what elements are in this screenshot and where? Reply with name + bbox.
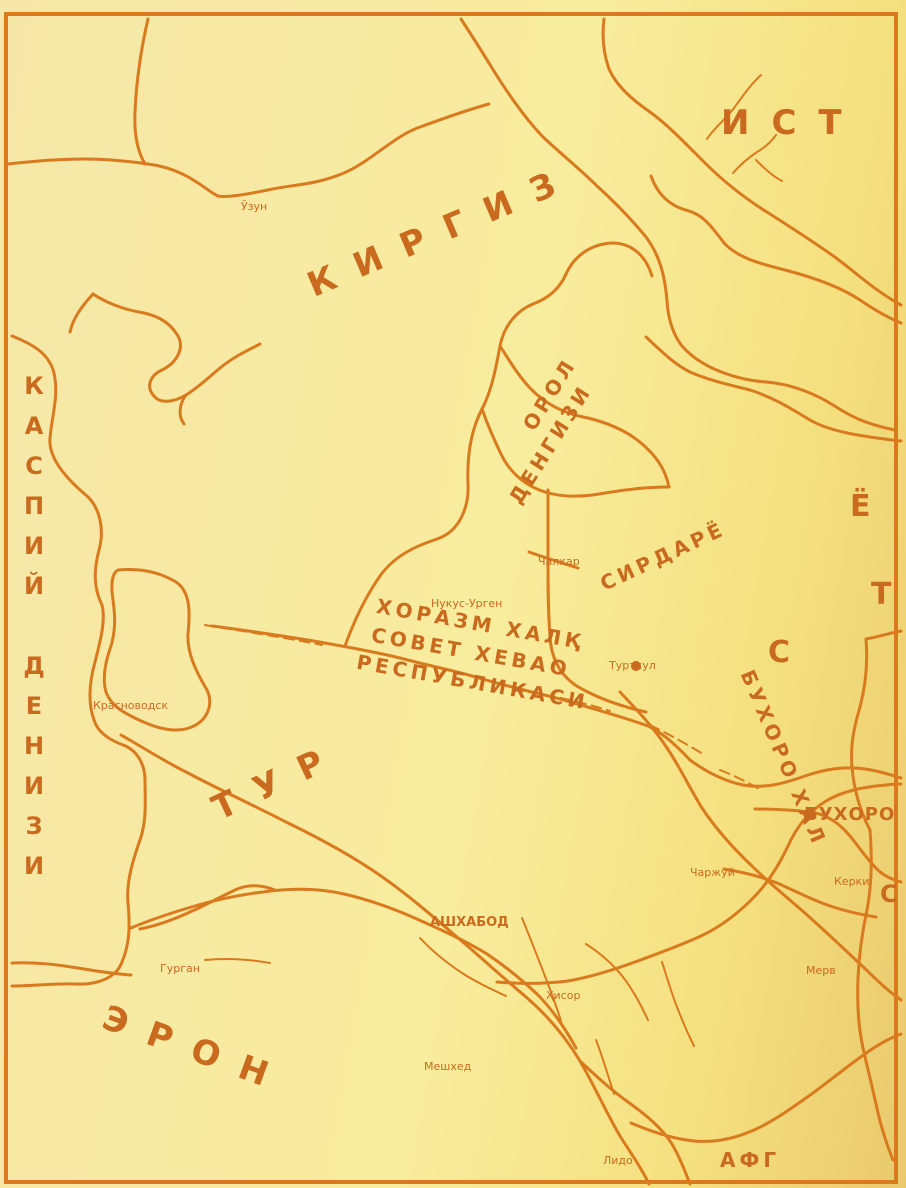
small-label-10: Ҳисор: [546, 989, 581, 1002]
ashgabat-label: АШХАБОД: [430, 915, 509, 930]
small-label-1: Ўзун: [241, 200, 268, 213]
small-label-5: Красноводск: [93, 699, 169, 712]
bukhara-city-label: БУХОРО: [804, 804, 896, 825]
caspian-label: КАСПИЙ ДЕНИЗИ: [20, 372, 48, 892]
small-label-8: Керки: [834, 875, 870, 888]
right-letter-yo: Ё: [850, 489, 871, 524]
small-label-9: Мешхед: [424, 1060, 472, 1073]
turkestan-label: ИСТ: [721, 103, 864, 143]
right-letter-s: С: [768, 635, 791, 670]
small-label-11: Лидо: [603, 1154, 633, 1167]
bukhara-city-marker: [806, 809, 816, 819]
small-label-2: Чалкар: [538, 555, 580, 568]
small-label-6: Чаржуй: [690, 866, 735, 879]
small-label-4: Турткул: [609, 659, 656, 672]
small-label-12: Гурган: [160, 962, 200, 975]
right-letter-s-2: С: [880, 880, 898, 908]
small-label-7: Мерв: [806, 964, 836, 977]
map-frame: [4, 12, 898, 1184]
right-letter-t: Т: [871, 577, 892, 612]
small-label-3: Нукус-Урген: [431, 597, 503, 610]
turtkul-marker: [631, 661, 641, 671]
afg-label: АФГ: [720, 1148, 781, 1172]
